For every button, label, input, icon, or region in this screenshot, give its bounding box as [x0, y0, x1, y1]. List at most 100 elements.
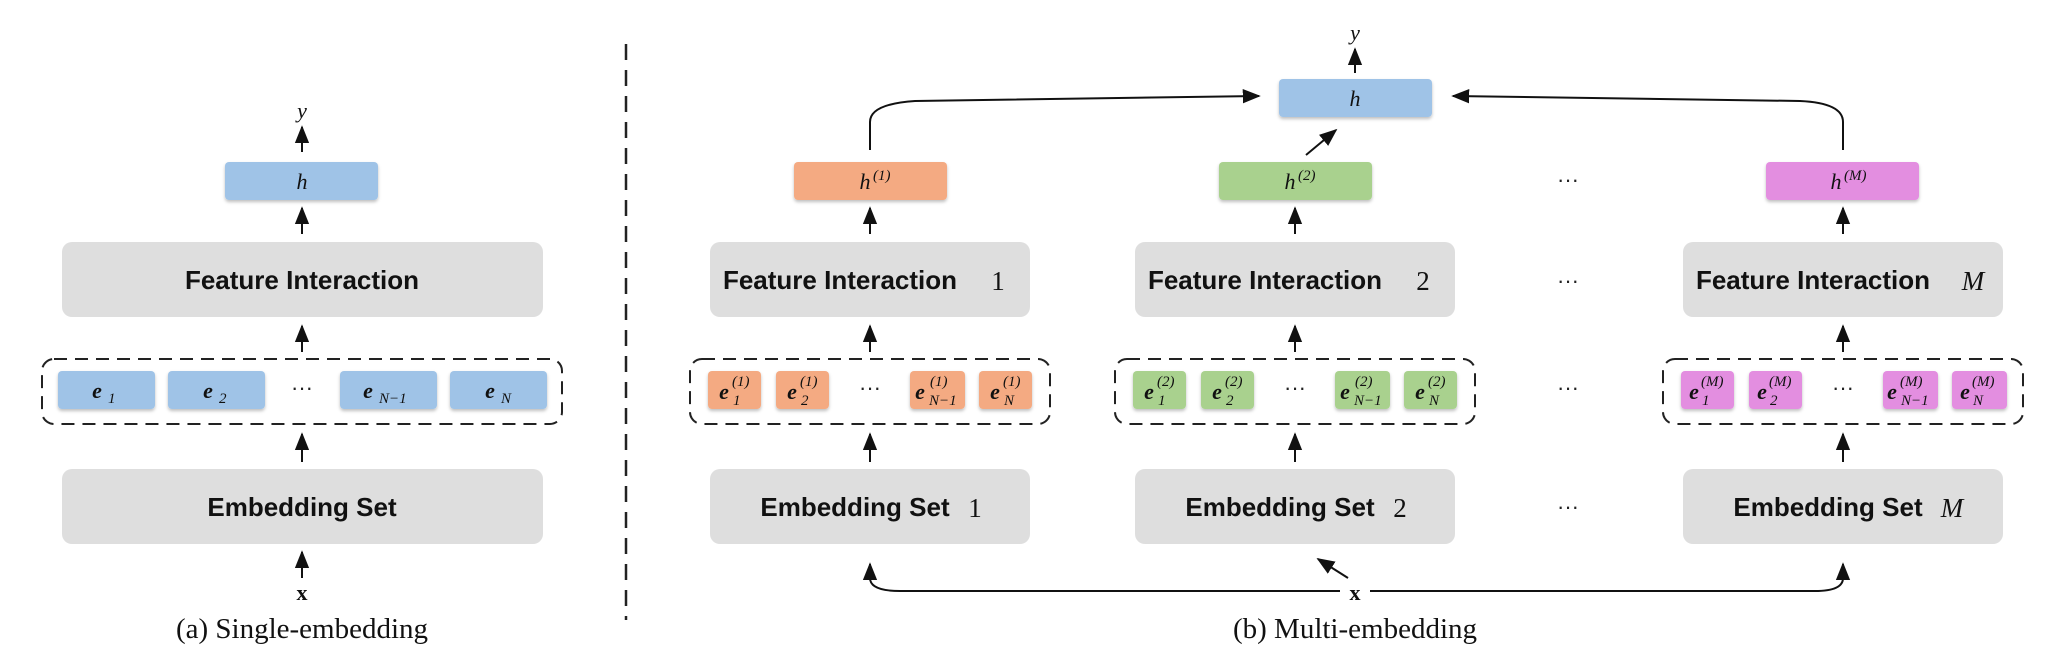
single-embeddings-group — [41, 358, 563, 425]
svg-text:(M): (M) — [1900, 374, 1923, 390]
branch-M: h (M) Feature Interaction M e (M) 1 e (M… — [1662, 162, 2024, 544]
branch-M-embeddings-group — [1662, 358, 2024, 425]
svg-text:(2): (2) — [1355, 374, 1373, 390]
svg-text:···: ··· — [1832, 375, 1854, 400]
multi-hidden-label: h — [1350, 86, 1361, 111]
branch-2-embedding-e2 — [1201, 371, 1254, 409]
svg-text:(1): (1) — [873, 168, 891, 184]
svg-text:e: e — [203, 378, 213, 403]
svg-text:h: h — [1285, 169, 1296, 194]
branch-M-embedding-eN-1 — [1883, 371, 1938, 409]
single-embedding-e2 — [168, 371, 265, 409]
svg-text:1: 1 — [968, 493, 982, 523]
branch-2-embedding-set-box — [1135, 469, 1455, 544]
svg-text:h: h — [860, 169, 871, 194]
svg-text:N: N — [500, 391, 512, 407]
svg-text:(M): (M) — [1769, 374, 1792, 390]
svg-text:2: 2 — [801, 393, 809, 409]
svg-text:2: 2 — [1226, 393, 1234, 409]
svg-text:1: 1 — [733, 393, 741, 409]
branch-M-embedding-e2 — [1749, 371, 1802, 409]
svg-text:e: e — [990, 379, 1000, 404]
svg-text:···: ··· — [859, 375, 881, 400]
multi-hidden-box — [1279, 79, 1432, 117]
branch-2-feature-interaction-box — [1135, 242, 1455, 317]
branch-M-hidden-box — [1766, 162, 1919, 200]
single-embedding-panel: y h Feature Interaction e 1 e 2 ··· e N−… — [41, 98, 563, 645]
branch-1-embeddings-group — [689, 358, 1051, 425]
svg-text:(M): (M) — [1701, 374, 1724, 390]
svg-text:(1): (1) — [732, 374, 750, 390]
branch-M-feature-interaction-box — [1683, 242, 2003, 317]
svg-text:e: e — [1960, 379, 1970, 404]
svg-text:e: e — [915, 379, 925, 404]
svg-text:N−1: N−1 — [928, 393, 957, 409]
svg-text:e: e — [1415, 379, 1425, 404]
svg-text:N−1: N−1 — [1900, 393, 1929, 409]
svg-text:e: e — [1757, 379, 1767, 404]
svg-text:e: e — [1887, 379, 1897, 404]
svg-text:N: N — [1972, 393, 1984, 409]
branch-1-hidden-box — [794, 162, 947, 200]
single-embedding-eN — [450, 371, 547, 409]
branch-1-embedding-set-box — [710, 469, 1030, 544]
branch-ellipsis-hidden: ··· — [1557, 167, 1579, 192]
branch-M-embedding-eN — [1952, 371, 2007, 409]
svg-text:N: N — [1428, 393, 1440, 409]
multi-caption: (b) Multi-embedding — [1233, 613, 1477, 645]
single-feature-interaction-box — [62, 242, 543, 317]
svg-text:2: 2 — [1770, 393, 1778, 409]
svg-text:e: e — [1212, 379, 1222, 404]
single-input-x: x — [297, 580, 308, 605]
branch-2: h (2) Feature Interaction 2 e (2) 1 e (2… — [1114, 162, 1476, 544]
single-embedding-ellipsis: ··· — [291, 375, 313, 400]
svg-text:e: e — [1340, 379, 1350, 404]
svg-text:(2): (2) — [1225, 374, 1243, 390]
branch-1: h (1) Feature Interaction 1 e (1) 1 e (1… — [689, 162, 1051, 544]
branch-2-embeddings-group — [1114, 358, 1476, 425]
branch-1-feature-interaction-box — [710, 242, 1030, 317]
svg-text:M: M — [1961, 266, 1986, 296]
branch-1-embedding-e1 — [708, 371, 761, 409]
svg-text:N: N — [1003, 393, 1015, 409]
svg-text:Feature Interaction: Feature Interaction — [1148, 265, 1382, 295]
svg-text:N−1: N−1 — [1353, 393, 1382, 409]
svg-text:h: h — [1831, 169, 1842, 194]
branch-2-embedding-e1 — [1133, 371, 1186, 409]
svg-text:1: 1 — [108, 391, 116, 407]
single-output-y: y — [295, 98, 307, 123]
single-embedding-eN-1 — [340, 371, 437, 409]
single-embedding-set-box — [62, 469, 543, 544]
svg-text:(M): (M) — [1972, 374, 1995, 390]
svg-text:(M): (M) — [1844, 168, 1867, 184]
svg-text:e: e — [92, 378, 102, 403]
svg-text:1: 1 — [1158, 393, 1166, 409]
branch-M-embedding-set-box — [1683, 469, 2003, 544]
svg-text:2: 2 — [1393, 493, 1407, 523]
svg-text:2: 2 — [1416, 266, 1430, 296]
single-embedding-set-label: Embedding Set — [207, 492, 397, 522]
svg-text:Embedding Set: Embedding Set — [760, 492, 950, 522]
svg-text:(2): (2) — [1157, 374, 1175, 390]
svg-text:e: e — [363, 378, 373, 403]
svg-text:(2): (2) — [1428, 374, 1446, 390]
svg-text:(2): (2) — [1298, 168, 1316, 184]
svg-text:Embedding Set: Embedding Set — [1185, 492, 1375, 522]
single-hidden-box — [225, 162, 378, 200]
branch-ellipsis-embeddings: ··· — [1557, 375, 1579, 400]
branch-ellipsis-interaction: ··· — [1557, 268, 1579, 293]
branch-1-embedding-eN — [979, 371, 1032, 409]
branch-2-hidden-box — [1219, 162, 1372, 200]
svg-text:e: e — [1144, 379, 1154, 404]
multi-embedding-panel: y h h (1) Feature Interaction 1 e (1) 1 … — [689, 20, 2024, 645]
single-hidden-label: h — [297, 169, 308, 194]
svg-text:e: e — [787, 379, 797, 404]
svg-text:2: 2 — [219, 391, 227, 407]
svg-text:(1): (1) — [930, 374, 948, 390]
svg-text:N−1: N−1 — [378, 391, 407, 407]
single-caption: (a) Single-embedding — [176, 613, 428, 645]
svg-text:e: e — [719, 379, 729, 404]
multi-output-y: y — [1348, 20, 1360, 45]
svg-text:e: e — [485, 378, 495, 403]
